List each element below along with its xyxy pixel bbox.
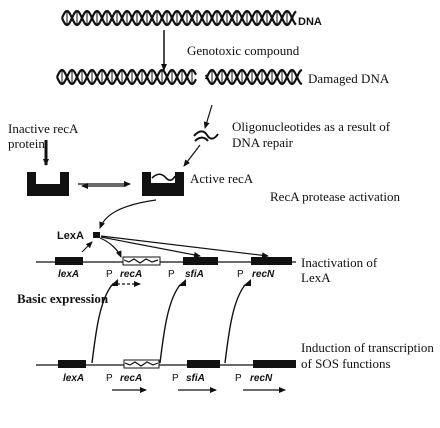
gene-label: sfiA [185, 269, 204, 280]
lexa-self-arrow [81, 241, 93, 253]
oligonucleotides-label: Oligonucleotides as a result of [232, 119, 391, 134]
inactive-reca-label: Inactive recA [8, 121, 79, 136]
dna-label: DNA [298, 16, 322, 28]
gene-label: lexA [63, 373, 84, 384]
gene-label: lexA [58, 269, 79, 280]
reca-protease-activation-label: RecA protease activation [270, 189, 400, 204]
lexa-binding-arrows [99, 235, 269, 259]
inactive-reca-protein-label: protein [8, 136, 45, 151]
recn-gene-box-bottom [253, 360, 296, 368]
promoter-label: P [237, 269, 244, 280]
reca-gene-box-bottom [123, 359, 160, 369]
dna-helix-icon [60, 9, 297, 27]
promoter-label: P [235, 373, 242, 384]
lexa-protein-icon [93, 232, 100, 238]
sfia-gene-box-bottom [187, 360, 220, 368]
lexa-gene-box-top [55, 257, 83, 265]
active-reca-protein-icon [142, 172, 184, 196]
induction-label: Induction of transcription [301, 340, 434, 355]
sfia-gene-box-top [183, 257, 218, 265]
promoter-label: P [172, 373, 179, 384]
reca-to-lexa-cleavage-arrow [99, 199, 157, 229]
gene-label: recA [120, 269, 142, 280]
reca-gene-box-top [122, 256, 161, 266]
gene-label: recN [250, 373, 273, 384]
lexa-release-arrows [91, 284, 246, 364]
promoter-label: P [106, 269, 113, 280]
inactivation-label: Inactivation of [301, 255, 378, 270]
gene-label: recN [252, 269, 275, 280]
damaged-dna-helix-icon [55, 68, 303, 86]
lexa-protein-label: LexA [57, 230, 84, 242]
promoter-label: P [168, 269, 175, 280]
repair-arrow [203, 104, 213, 129]
sos-functions-label: of SOS functions [301, 356, 391, 371]
active-reca-label: Active recA [190, 171, 254, 186]
oligo-to-reca-arrow [183, 144, 201, 167]
promoter-label: P [106, 373, 113, 384]
damaged-dna-label: Damaged DNA [308, 71, 390, 86]
inactive-reca-protein-icon [27, 172, 69, 196]
inactivation-lexa-label: LexA [301, 270, 331, 285]
gene-label: sfiA [186, 373, 205, 384]
released-lexa-flag-icons [110, 279, 251, 286]
genotoxic-compound-label: Genotoxic compound [187, 43, 300, 58]
basic-expression-label: Basic expression [17, 291, 109, 306]
oligonucleotide-fragment-icon [193, 130, 219, 142]
gene-label: recA [120, 373, 142, 384]
lexa-gene-box-bottom [58, 360, 86, 368]
oligonucleotides-label-2: DNA repair [232, 135, 294, 150]
recn-gene-box-top [251, 257, 292, 265]
